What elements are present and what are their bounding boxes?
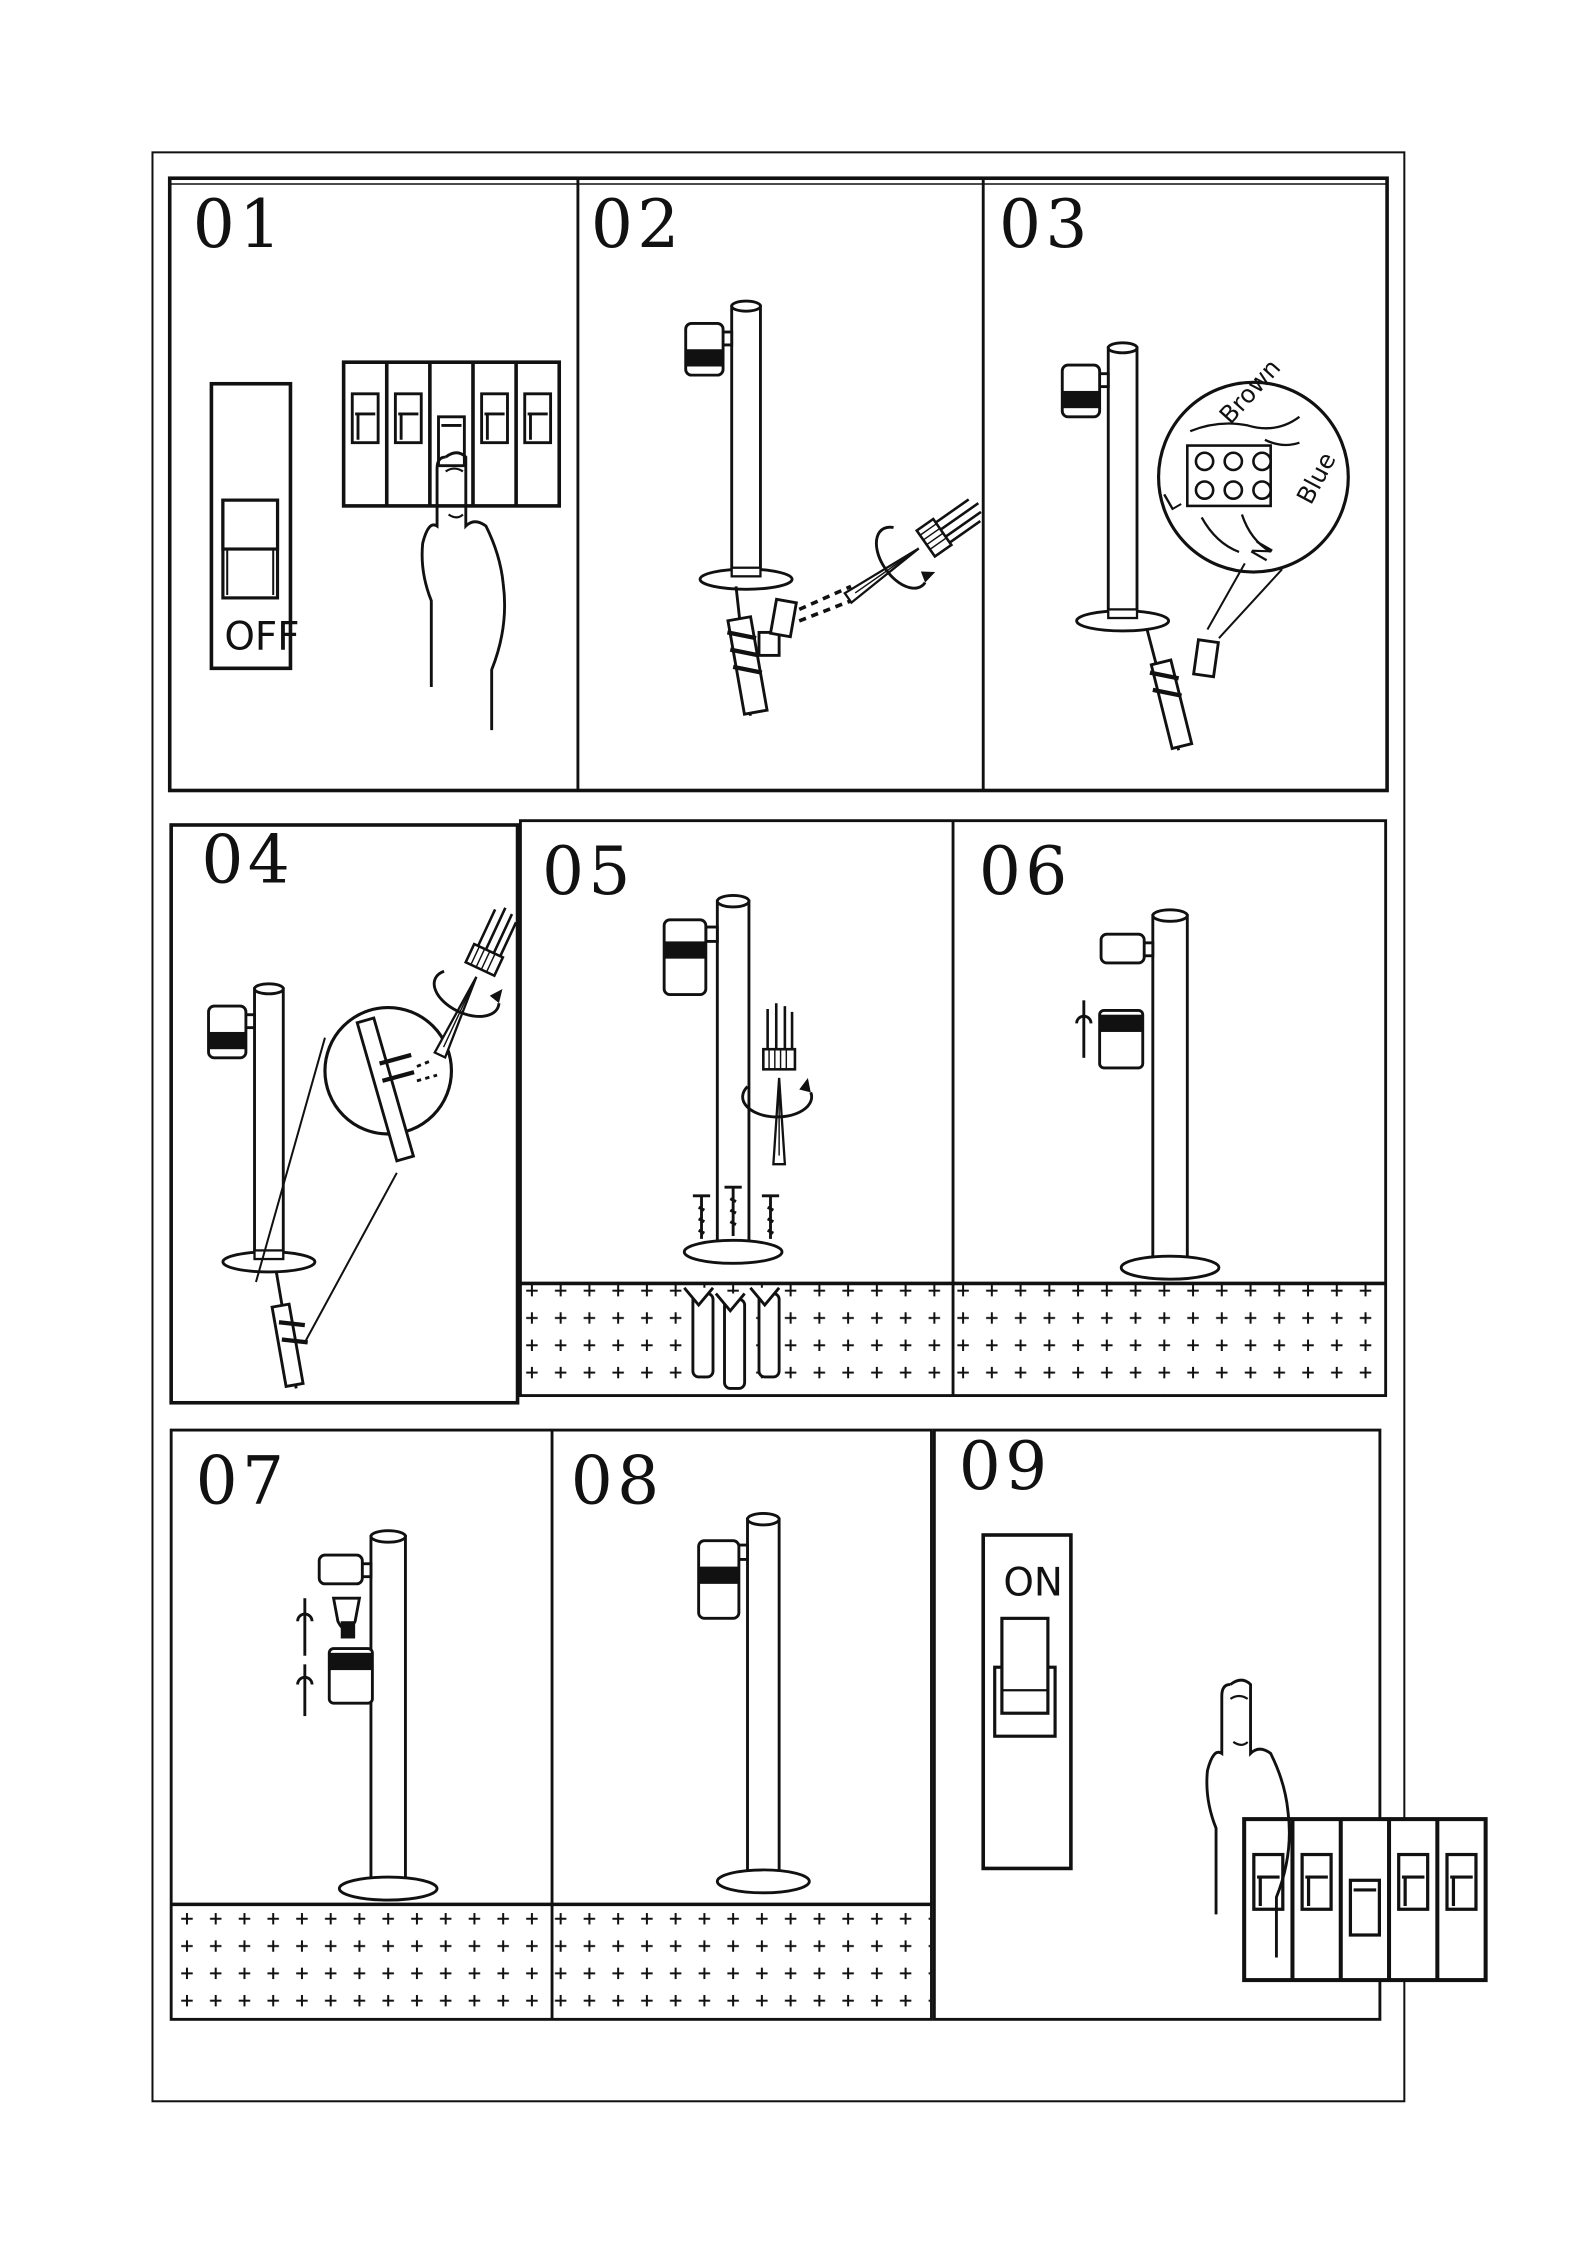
step-number: 03 [999, 186, 1092, 263]
step-04: 04 [201, 821, 537, 1388]
step-07: 07 [196, 1442, 437, 1900]
row-1: 01 OFF 02 03 [170, 178, 1387, 790]
row-2: 04 05 [171, 821, 1385, 1403]
step-08: 08 [571, 1442, 810, 1892]
step-number: 06 [979, 833, 1072, 910]
connector-detail-circle [256, 1008, 451, 1343]
step-number: 05 [542, 833, 635, 910]
terminal-detail-circle: Brown Blue L N [1159, 353, 1349, 638]
step-number: 02 [591, 186, 684, 263]
cable-connector [272, 1271, 308, 1389]
step-number: 09 [959, 1428, 1052, 1505]
step-09: 09 ON [959, 1428, 1486, 1980]
step-number: 08 [571, 1442, 664, 1519]
post-light-icon [664, 895, 782, 1263]
wall-plugs [684, 1288, 779, 1389]
lamp-shade [298, 1649, 373, 1717]
lamp-shade [1077, 1000, 1143, 1068]
row-3: 07 08 [171, 1428, 1485, 2019]
post-light-icon [699, 1513, 810, 1892]
step-01: 01 OFF [193, 186, 560, 730]
cable-connector [727, 586, 851, 715]
step-number: 01 [193, 186, 286, 263]
step-number: 07 [196, 1442, 289, 1519]
step-number: 04 [201, 821, 294, 898]
step-02: 02 [591, 186, 999, 716]
switch-label: ON [1003, 1560, 1063, 1605]
switch-label: OFF [224, 615, 299, 660]
cable-connector [1147, 630, 1218, 751]
step-03: 03 Brown Blue L N [999, 186, 1348, 750]
step-06: 06 [979, 833, 1219, 1279]
